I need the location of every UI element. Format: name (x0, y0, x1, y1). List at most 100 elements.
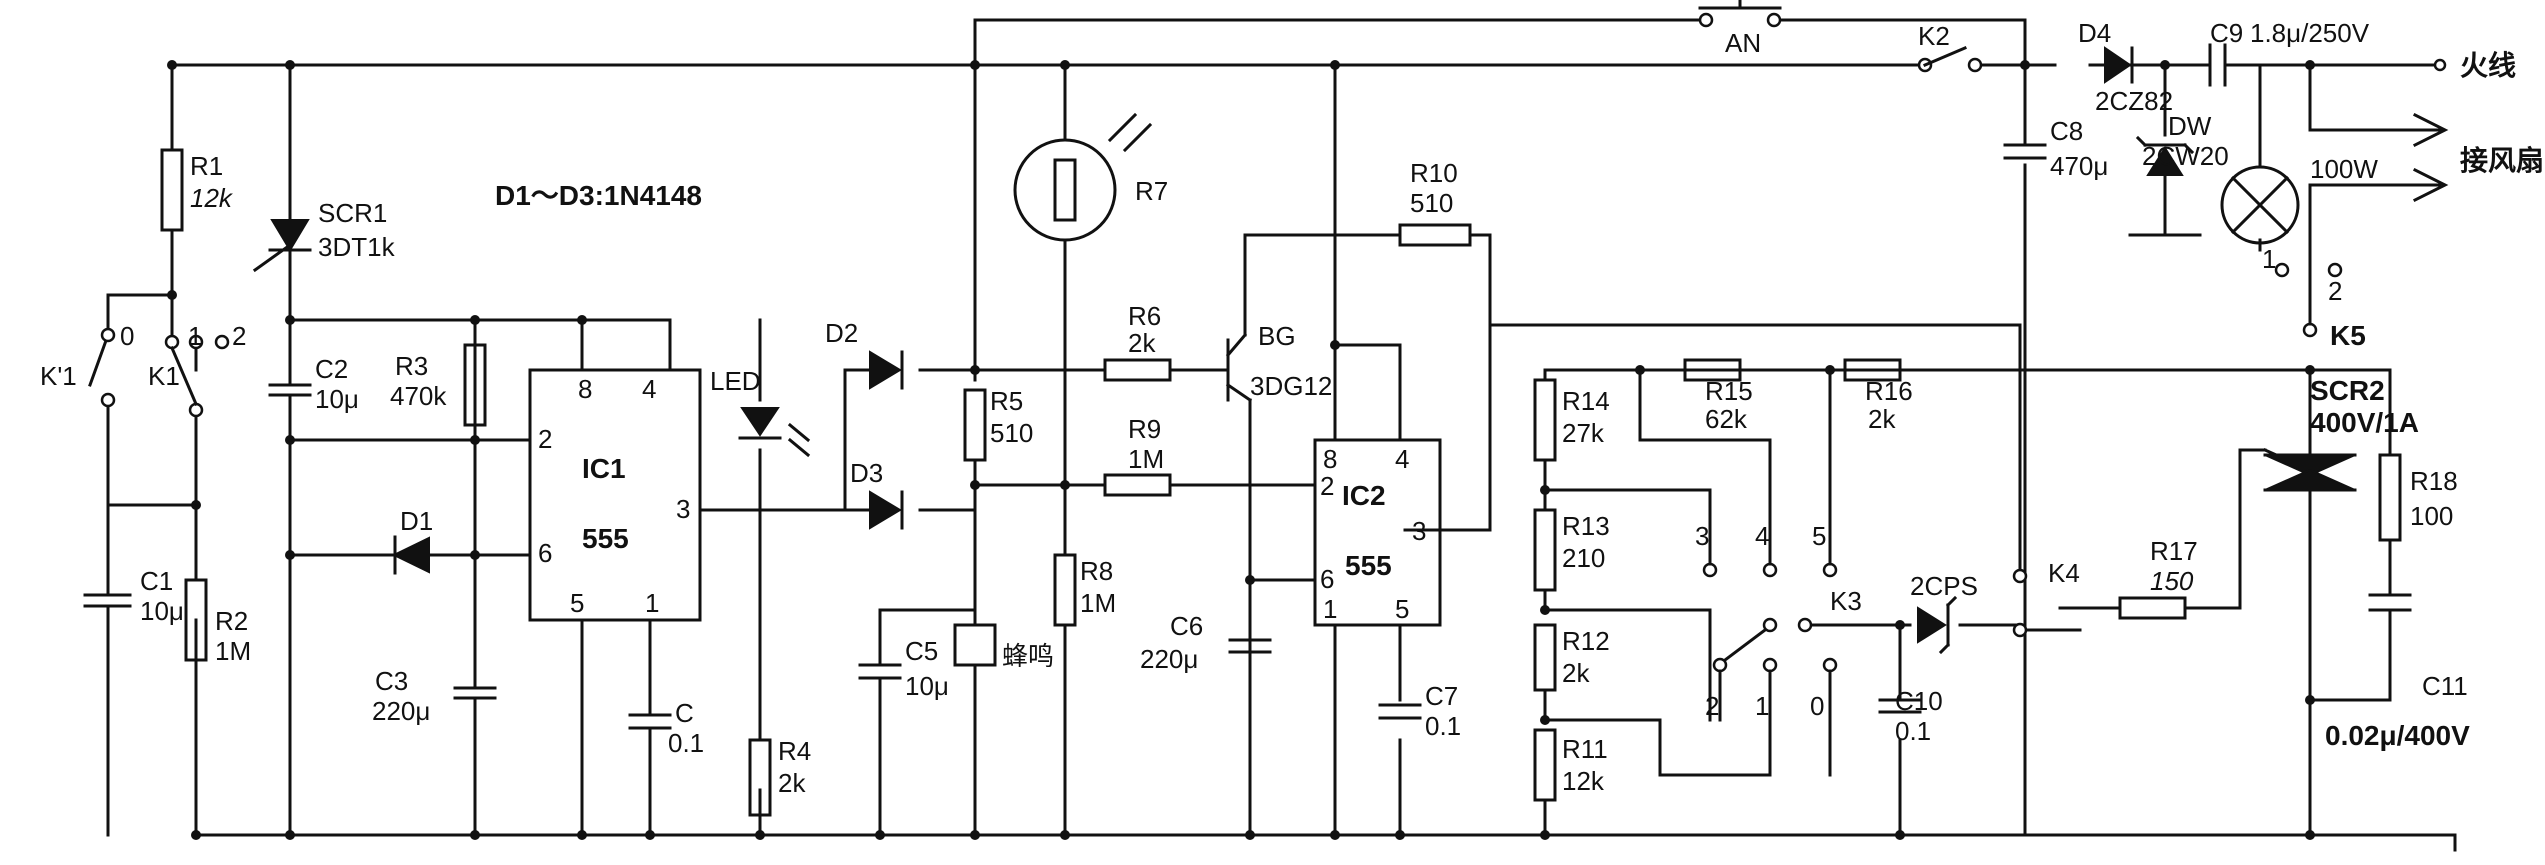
resistor-r11: R11 12k (1533, 728, 1608, 802)
c7-value: 0.1 (1425, 711, 1461, 741)
r5-ref: R5 (990, 386, 1023, 416)
ic2-name: IC2 (1342, 480, 1386, 511)
r15-value: 62k (1705, 404, 1748, 434)
capacitor-c11: C11 0.02μ/400V (2325, 593, 2470, 751)
switch-k1[interactable]: K1 1 2 (148, 321, 246, 418)
diode-2cps: 2CPS (1910, 571, 1978, 655)
switch-k4[interactable]: K4 (2012, 558, 2082, 638)
k4-label: K4 (2048, 558, 2080, 588)
switch-k3[interactable]: 3 4 5 2 1 0 K3 (1695, 521, 1862, 722)
ic1-name: IC1 (582, 453, 626, 484)
thyristor-scr1: SCR1 3DT1k (268, 198, 396, 262)
r5-value: 510 (990, 418, 1033, 448)
d4-value: 2CZ82 (2095, 86, 2173, 116)
fan-label: 接风扇 (2460, 144, 2544, 176)
photoresistor-r7: R7 (1013, 112, 1168, 242)
k3-pos-3: 3 (1695, 521, 1709, 551)
resistor-r6: R6 2k (1103, 301, 1172, 382)
c3-value: 220μ (372, 696, 430, 726)
pushbutton-an[interactable]: AN (1698, 0, 1782, 58)
k5-pos-1: 1 (2262, 244, 2276, 274)
ic1-pin1: 1 (645, 588, 659, 618)
c10-value: 0.1 (1895, 716, 1931, 746)
k3-pos-5: 5 (1812, 521, 1826, 551)
ic1-type: 555 (582, 523, 629, 554)
capacitor-c3: C3 220μ (372, 666, 497, 726)
ic2-555: 8 4 2 6 3 1 5 IC2 555 (1313, 438, 1442, 627)
capacitor-c7: C7 0.1 (1378, 681, 1461, 741)
c8-ref: C8 (2050, 116, 2083, 146)
r4-ref: R4 (778, 736, 811, 766)
r11-ref: R11 (1562, 734, 1608, 764)
resistor-r9: R9 1M (1103, 414, 1172, 497)
r11-value: 12k (1562, 766, 1605, 796)
scr1-ref: SCR1 (318, 198, 387, 228)
resistor-r15: R15 62k (1683, 358, 1753, 434)
r8-value: 1M (1080, 588, 1116, 618)
r17-ref: R17 (2150, 536, 2198, 566)
k5-label: K5 (2330, 320, 2366, 351)
c-value: 0.1 (668, 728, 704, 758)
resistor-r3: R3 470k (390, 343, 487, 427)
k3-label: K3 (1830, 586, 1862, 616)
r13-value: 210 (1562, 543, 1605, 573)
c11-ref: C11 (2422, 671, 2468, 701)
c1-value: 10μ (140, 596, 184, 626)
bg-ref: BG (1258, 321, 1296, 351)
wiring (106, 18, 2457, 852)
k3-pos-1: 1 (1755, 691, 1769, 721)
transistor-bg: BG 3DG12 (1208, 321, 1332, 403)
r2-ref: R2 (215, 606, 248, 636)
r10-ref: R10 (1410, 158, 1458, 188)
c5-value: 10μ (905, 671, 949, 701)
resistor-r12: R12 2k (1533, 623, 1610, 692)
r1-ref: R1 (190, 151, 223, 181)
c1-ref: C1 (140, 566, 173, 596)
switch-k2[interactable]: K2 (1917, 21, 1983, 73)
scr2-ref: SCR2 (2310, 375, 2385, 406)
ic2-type: 555 (1345, 550, 1392, 581)
k5-pos-2: 2 (2328, 276, 2342, 306)
resistor-r4: R4 2k (748, 736, 811, 817)
capacitor-c2: C2 10μ (268, 354, 359, 414)
switch-k1-prime[interactable]: K'1 0 (40, 321, 134, 408)
led: LED (710, 366, 811, 458)
k1-pos-2: 2 (232, 321, 246, 351)
c-ref: C (675, 698, 694, 728)
ic2-pin2: 2 (1320, 471, 1334, 501)
buzzer-label: 蜂鸣 (1002, 641, 1054, 671)
ic1-pin6: 6 (538, 538, 552, 568)
r6-value: 2k (1128, 328, 1156, 358)
terminal-fan: 接风扇 (2412, 112, 2544, 203)
scr2-value: 400V/1A (2310, 407, 2419, 438)
d4-ref: D4 (2078, 18, 2111, 48)
diode-d1: D1 (391, 506, 433, 575)
r8-ref: R8 (1080, 556, 1113, 586)
lamp-rating: 100W (2310, 154, 2378, 184)
k1-pos-1: 1 (188, 321, 202, 351)
resistor-r17: R17 150 (2118, 536, 2198, 620)
live-label: 火线 (2460, 50, 2516, 81)
switch-k5[interactable]: 1 2 K5 (2262, 244, 2366, 351)
r16-ref: R16 (1865, 376, 1913, 406)
ic1-pin2: 2 (538, 424, 552, 454)
r10-value: 510 (1410, 188, 1453, 218)
c11-value: 0.02μ/400V (2325, 720, 2470, 751)
capacitor-c1: C1 10μ (83, 566, 184, 837)
c9-ref: C9 (2210, 18, 2243, 48)
k1-label: K1 (148, 361, 180, 391)
led-ref: LED (710, 366, 761, 396)
d1-ref: D1 (400, 506, 433, 536)
r17-value: 150 (2150, 566, 2194, 596)
junction-dots (167, 60, 2315, 840)
dw-ref: DW (2168, 111, 2212, 141)
diode-note: D1～D3:1N4148 (495, 180, 702, 211)
zener-dw: DW 2CW20 (2135, 111, 2229, 176)
c3-ref: C3 (375, 666, 408, 696)
ic1-pin3: 3 (676, 494, 690, 524)
r14-ref: R14 (1562, 386, 1610, 416)
diode-d4: D4 2CZ82 (2078, 18, 2173, 116)
r12-ref: R12 (1562, 626, 1610, 656)
bg-value: 3DG12 (1250, 371, 1332, 401)
resistor-r2: R2 1M (184, 578, 251, 666)
